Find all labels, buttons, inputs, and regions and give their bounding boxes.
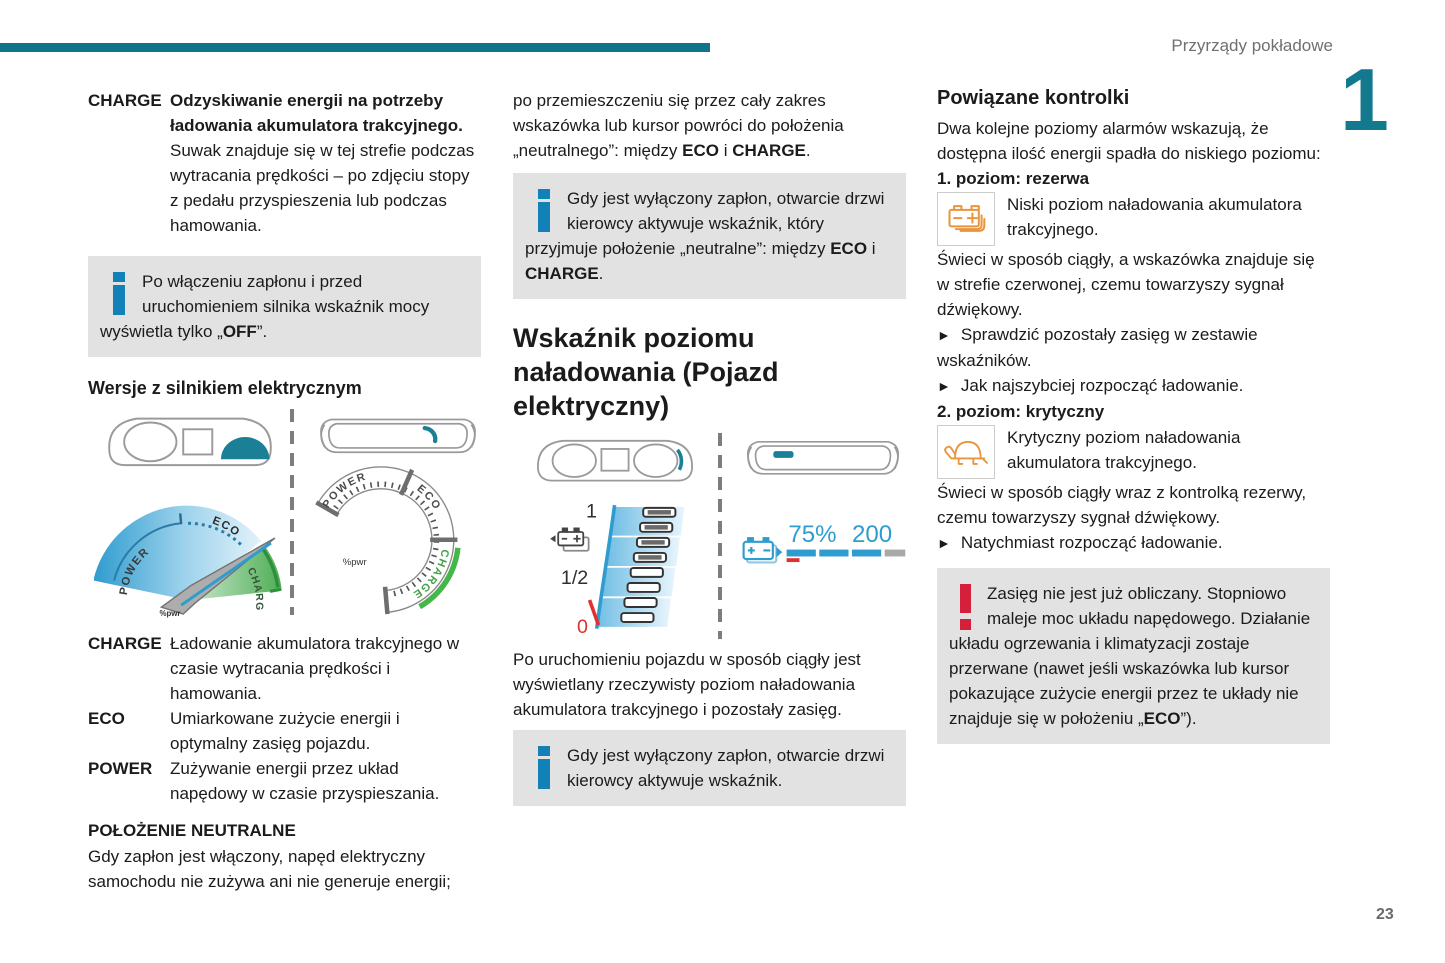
arrow-bullet-icon: ► bbox=[937, 327, 951, 343]
power-gauge-fan-illustration: POWER ECO CHARGE %pwr bbox=[94, 469, 282, 618]
paragraph: Gdy zapłon jest włączony, napęd elektryc… bbox=[88, 847, 451, 891]
definition-term: POWER bbox=[88, 759, 153, 778]
power-gauge-arc-illustration: POWER ECO CHARGE %pwr bbox=[315, 466, 461, 615]
paragraph: Po uruchomieniu pojazdu w sposób ciągły … bbox=[513, 650, 861, 719]
turtle-warning-icon bbox=[937, 425, 995, 479]
range-value: 200 bbox=[852, 521, 892, 548]
instrument-cluster-illustration bbox=[108, 417, 272, 467]
definition-term: CHARGE bbox=[88, 634, 162, 653]
info-box-neutral: Gdy jest wyłączony zapłon, otwarcie drzw… bbox=[513, 173, 906, 299]
charge-level-figures: 1 1/2 0 bbox=[513, 429, 906, 645]
power-dial-highlight bbox=[220, 437, 270, 460]
action-bullet: ►Sprawdzić pozostały zasięg w zestawie w… bbox=[937, 325, 1258, 370]
figure-divider bbox=[718, 433, 722, 639]
range-bar bbox=[786, 549, 906, 563]
gauge-label-empty: 0 bbox=[577, 616, 588, 638]
warning-box-range: Zasięg nie jest już obliczany. Stopniowo… bbox=[937, 568, 1330, 744]
display-cluster-illustration bbox=[747, 441, 899, 475]
action-bullet: ►Jak najszybciej rozpocząć ładowanie. bbox=[937, 376, 1244, 395]
icon-description: Krytyczny poziom naładowania akumulatora… bbox=[1007, 428, 1241, 472]
subheading-neutral-position: POŁOŻENIE NEUTRALNE bbox=[88, 821, 296, 840]
definition-list: CHARGE Ładowanie akumulatora trakcyjnego… bbox=[88, 631, 481, 806]
info-icon bbox=[533, 189, 557, 233]
chapter-number: 1 bbox=[1340, 50, 1389, 149]
action-bullet: ►Natychmiast rozpocząć ładowanie. bbox=[937, 533, 1223, 552]
gauge-needle bbox=[159, 537, 276, 615]
arrow-bullet-icon: ► bbox=[937, 378, 951, 394]
instrument-cluster-illustration bbox=[537, 439, 693, 482]
definition-charge-top: CHARGE Odzyskiwanie energii na potrzeby … bbox=[88, 88, 481, 238]
display-arc-highlight bbox=[422, 425, 438, 444]
info-icon bbox=[533, 746, 557, 790]
gauge-label-pwr: %pwr bbox=[159, 609, 180, 618]
gauge-needle-line bbox=[594, 504, 617, 629]
column-2: po przemieszczeniu się przez cały zakres… bbox=[513, 88, 906, 806]
info-box-off: Po włączeniu zapłonu i przed uruchomieni… bbox=[88, 256, 481, 357]
level2-title: 2. poziom: krytyczny bbox=[937, 402, 1105, 421]
range-readout-illustration: 75% 200 bbox=[742, 521, 906, 564]
exclamation-warning-icon bbox=[955, 584, 977, 630]
battery-icon bbox=[742, 537, 783, 564]
definition-desc: Umiarkowane zużycie energii i optymalny … bbox=[170, 709, 400, 753]
reserve-warning-row: Niski poziom naładowania akumulatora tra… bbox=[937, 192, 1330, 246]
page-header: Przyrządy pokładowe bbox=[1171, 36, 1333, 55]
gauge-label-full: 1 bbox=[586, 501, 597, 523]
battery-icon bbox=[550, 527, 590, 552]
battery-level-gauge-illustration: 1 1/2 0 bbox=[550, 501, 685, 638]
icon-description: Niski poziom naładowania akumulatora tra… bbox=[1007, 195, 1302, 239]
column-3: Powiązane kontrolki Dwa kolejne poziomy … bbox=[937, 86, 1330, 744]
arrow-bullet-icon: ► bbox=[937, 535, 951, 551]
figure-divider bbox=[290, 409, 294, 615]
gauge-bars bbox=[620, 506, 677, 623]
page-number: 23 bbox=[1376, 906, 1394, 923]
paragraph: po przemieszczeniu się przez cały zakres… bbox=[513, 91, 844, 160]
power-gauge-figures: POWER ECO CHARGE %pwr bbox=[88, 405, 481, 621]
gauge-label-half: 1/2 bbox=[561, 567, 588, 589]
display-cluster-illustration bbox=[320, 418, 476, 454]
paragraph: Dwa kolejne poziomy alarmów wskazują, że… bbox=[937, 119, 1321, 163]
section-heading-electric-versions: Wersje z silnikiem elektrycznym bbox=[88, 378, 362, 398]
info-box-text: Gdy jest wyłączony zapłon, otwarcie drzw… bbox=[525, 189, 885, 283]
section-heading-charge-indicator: Wskaźnik poziomu naładowania (Pojazd ele… bbox=[513, 323, 779, 421]
definition-desc: Zużywanie energii przez układ napędowy w… bbox=[170, 759, 440, 803]
info-icon bbox=[108, 272, 132, 316]
info-box-text: Gdy jest wyłączony zapłon, otwarcie drzw… bbox=[567, 746, 885, 790]
warning-box-text: Zasięg nie jest już obliczany. Stopniowo… bbox=[949, 584, 1311, 728]
charge-percent-value: 75% bbox=[788, 521, 836, 548]
gauge-label-pwr: %pwr bbox=[343, 557, 368, 568]
definition-desc: Ładowanie akumulatora trakcyjnego w czas… bbox=[170, 634, 460, 703]
display-charge-bar bbox=[773, 451, 794, 458]
definition-text: Suwak znajduje się w tej strefie podczas… bbox=[170, 141, 475, 235]
paragraph: Świeci w sposób ciągły, a wskazówka znaj… bbox=[937, 250, 1315, 319]
section-heading-warning-lamps: Powiązane kontrolki bbox=[937, 87, 1130, 109]
column-1: CHARGE Odzyskiwanie energii na potrzeby … bbox=[88, 88, 481, 894]
definition-term: ECO bbox=[88, 709, 125, 728]
charge-gauge-highlight bbox=[675, 448, 684, 471]
info-box-indicator: Gdy jest wyłączony zapłon, otwarcie drzw… bbox=[513, 730, 906, 806]
battery-warning-icon bbox=[937, 192, 995, 246]
critical-warning-row: Krytyczny poziom naładowania akumulatora… bbox=[937, 425, 1330, 479]
definition-body: Odzyskiwanie energii na potrzeby ładowan… bbox=[170, 88, 481, 238]
definition-lead: Odzyskiwanie energii na potrzeby ładowan… bbox=[170, 91, 463, 135]
definition-term: CHARGE bbox=[88, 91, 162, 110]
paragraph: Świeci w sposób ciągły wraz z kontrolką … bbox=[937, 483, 1307, 527]
reserve-zone-tick bbox=[587, 599, 601, 626]
level1-title: 1. poziom: rezerwa bbox=[937, 169, 1090, 188]
info-box-text: Po włączeniu zapłonu i przed uruchomieni… bbox=[100, 272, 430, 341]
accent-bar bbox=[0, 43, 710, 52]
